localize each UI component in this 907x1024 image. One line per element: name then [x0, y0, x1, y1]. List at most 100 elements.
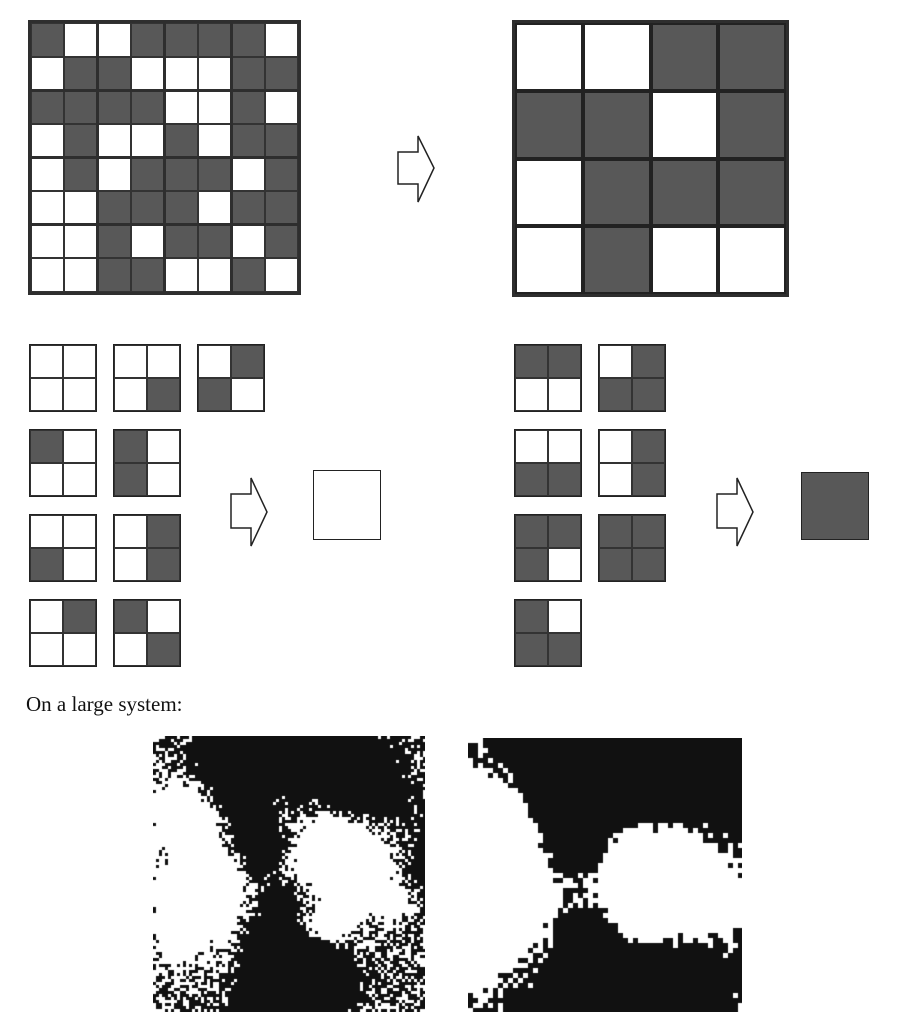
- lattice-cell: [64, 191, 98, 225]
- lattice-cell: [164, 90, 198, 124]
- lattice-cell: [131, 191, 165, 225]
- lattice-cell: [264, 123, 298, 158]
- lattice-cell: [131, 23, 165, 57]
- lattice-cell: [231, 191, 265, 225]
- lattice-cell: [197, 157, 232, 192]
- block-divider: [31, 223, 298, 227]
- tile-quadrant: [515, 633, 548, 666]
- tile-quadrant: [632, 463, 665, 496]
- coarse-cell: [582, 90, 651, 159]
- rule-tile: [113, 599, 181, 667]
- tile-quadrant: [63, 345, 96, 378]
- lattice-cell: [64, 123, 98, 158]
- tile-quadrant: [30, 633, 63, 666]
- tile-quadrant: [63, 463, 96, 496]
- rule-tile: [514, 599, 582, 667]
- tile-quadrant: [599, 378, 632, 411]
- large-system-coarse-image: [468, 738, 742, 1012]
- tile-quadrant: [30, 515, 63, 548]
- result-white-block: [313, 470, 381, 540]
- tile-quadrant: [30, 463, 63, 496]
- tile-quadrant: [63, 548, 96, 581]
- tile-quadrant: [599, 430, 632, 463]
- tile-quadrant: [63, 515, 96, 548]
- lattice-cell: [231, 23, 265, 57]
- lattice-cell: [131, 224, 165, 259]
- tile-quadrant: [548, 515, 581, 548]
- lattice-cell: [231, 157, 265, 192]
- coarse-cell: [650, 90, 719, 159]
- right-arrow-icon: [716, 477, 754, 547]
- tile-quadrant: [63, 378, 96, 411]
- rule-tile: [113, 429, 181, 497]
- tile-quadrant: [599, 548, 632, 581]
- right-arrow-icon: [397, 135, 435, 203]
- lattice-cell: [264, 258, 298, 292]
- lattice-cell: [131, 157, 165, 192]
- tile-quadrant: [632, 345, 665, 378]
- tile-quadrant: [114, 515, 147, 548]
- tile-quadrant: [147, 430, 180, 463]
- tile-quadrant: [632, 548, 665, 581]
- lattice-cell: [231, 90, 265, 124]
- lattice-cell: [231, 123, 265, 158]
- lattice-cell: [197, 23, 232, 57]
- lattice-cell: [264, 157, 298, 192]
- tile-quadrant: [63, 633, 96, 666]
- block-divider: [229, 23, 233, 292]
- rule-tile: [197, 344, 265, 412]
- coarse-cell: [515, 90, 583, 159]
- tile-quadrant: [147, 378, 180, 411]
- lattice-cell: [64, 23, 98, 57]
- tile-quadrant: [147, 463, 180, 496]
- coarse-cell: [650, 226, 719, 294]
- lattice-cell: [31, 23, 65, 57]
- lattice-cell: [31, 258, 65, 292]
- rule-tile: [598, 514, 666, 582]
- tile-quadrant: [198, 345, 231, 378]
- tile-quadrant: [599, 345, 632, 378]
- tile-quadrant: [114, 633, 147, 666]
- tile-quadrant: [515, 548, 548, 581]
- caption: On a large system:: [26, 692, 183, 716]
- tile-quadrant: [632, 515, 665, 548]
- tile-quadrant: [147, 548, 180, 581]
- lattice-cell: [164, 56, 198, 91]
- rule-tile: [29, 514, 97, 582]
- tile-quadrant: [63, 600, 96, 633]
- tile-quadrant: [515, 345, 548, 378]
- coarse-cell: [650, 23, 719, 91]
- tile-quadrant: [114, 345, 147, 378]
- rule-tile: [29, 429, 97, 497]
- lattice-cell: [197, 191, 232, 225]
- lattice-cell: [231, 258, 265, 292]
- tile-quadrant: [30, 345, 63, 378]
- tile-quadrant: [114, 548, 147, 581]
- rule-tile: [598, 344, 666, 412]
- lattice-cell: [97, 191, 132, 225]
- coarse-cell: [515, 158, 583, 227]
- lattice-cell: [97, 123, 132, 158]
- coarse-cell: [718, 158, 786, 227]
- coarse-lattice: [512, 20, 789, 297]
- tile-quadrant: [63, 430, 96, 463]
- lattice-cell: [97, 224, 132, 259]
- tile-quadrant: [198, 378, 231, 411]
- rule-tile: [514, 429, 582, 497]
- tile-quadrant: [632, 430, 665, 463]
- lattice-cell: [264, 56, 298, 91]
- lattice-cell: [97, 56, 132, 91]
- lattice-cell: [164, 23, 198, 57]
- lattice-cell: [64, 258, 98, 292]
- tile-quadrant: [147, 345, 180, 378]
- tile-quadrant: [515, 515, 548, 548]
- lattice-cell: [164, 224, 198, 259]
- lattice-cell: [231, 224, 265, 259]
- lattice-cell: [97, 90, 132, 124]
- tile-quadrant: [147, 515, 180, 548]
- rule-tile: [514, 344, 582, 412]
- lattice-cell: [31, 123, 65, 158]
- rule-tile: [29, 599, 97, 667]
- tile-quadrant: [30, 378, 63, 411]
- coarse-cell: [582, 226, 651, 294]
